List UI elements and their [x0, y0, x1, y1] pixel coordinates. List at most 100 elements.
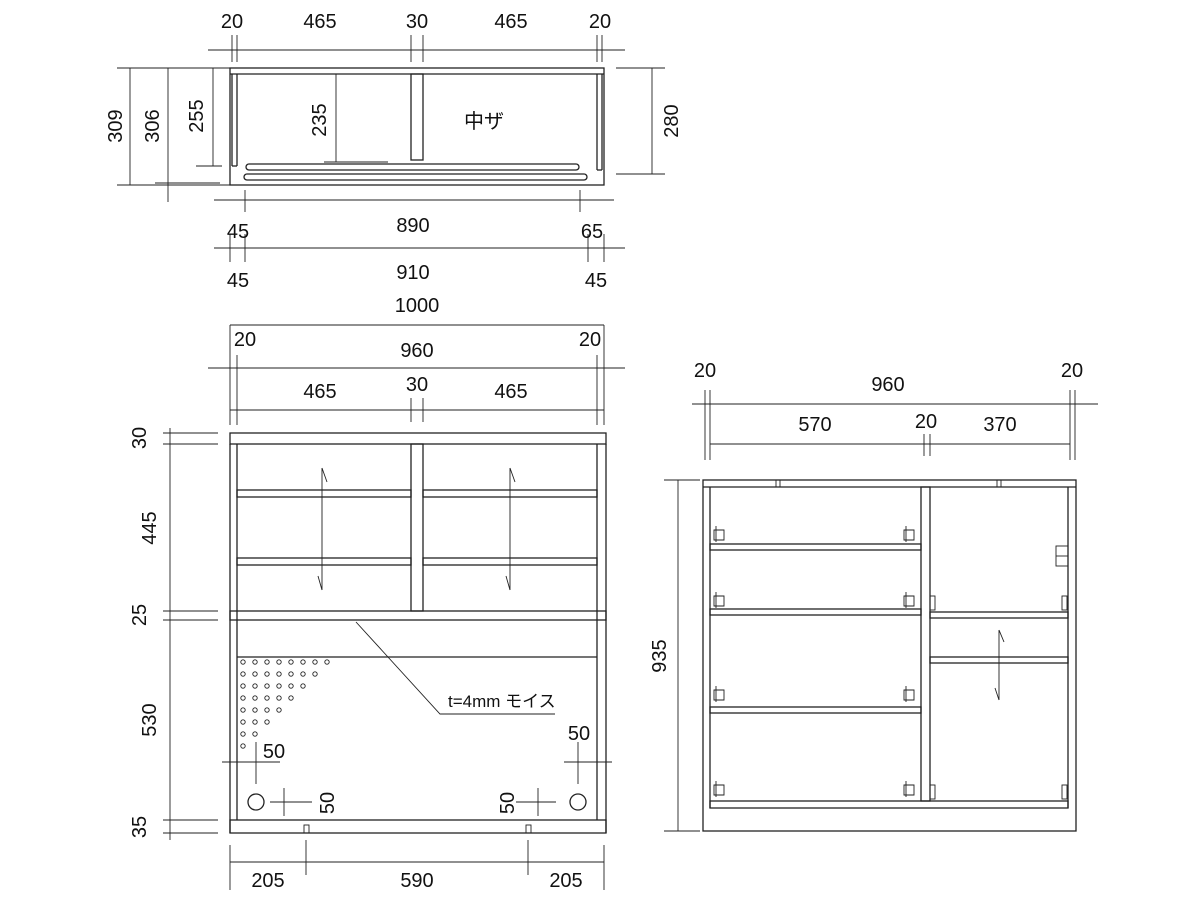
perforation-hole	[276, 707, 282, 713]
perforation-hole	[240, 671, 246, 677]
side-second-right: 370	[983, 414, 1016, 436]
front-height-lower: 530	[139, 703, 161, 736]
front-cabinet-body	[229, 432, 607, 834]
side-cabinet-body	[702, 479, 1077, 832]
perforation-hole	[288, 695, 294, 701]
side-top-left: 20	[694, 360, 716, 382]
front-overall-width: 1000	[395, 295, 440, 317]
perforation-hole	[252, 731, 258, 737]
front-upper-right: 465	[494, 381, 527, 403]
perforation-hole	[264, 683, 270, 689]
perforation-hole	[288, 683, 294, 689]
front-bottom-right: 205	[549, 870, 582, 892]
top-bottom-left-1: 45	[227, 221, 249, 243]
top-height-dims	[117, 67, 232, 202]
side-dim-lines	[664, 390, 1098, 832]
perforation-hole	[276, 683, 282, 689]
perforation-hole	[252, 719, 258, 725]
perforation-hole	[312, 659, 318, 665]
top-bottom-mid-1: 890	[396, 215, 429, 237]
side-top-mid: 960	[871, 374, 904, 396]
front-inner-width: 960	[400, 340, 433, 362]
top-dim-lines	[208, 35, 625, 62]
perforation-hole	[252, 695, 258, 701]
perforation-hole	[252, 671, 258, 677]
front-bottom-mid: 590	[400, 870, 433, 892]
front-hole-dims	[222, 742, 612, 816]
shelf-pin-bracket	[903, 781, 915, 797]
perforation-hole	[240, 695, 246, 701]
side-height: 935	[649, 639, 671, 672]
front-height-base: 35	[129, 816, 151, 838]
front-hole-right-offset: 50	[568, 723, 590, 745]
top-width-right-edge: 20	[589, 11, 611, 33]
perforation-hole	[252, 683, 258, 689]
perforation-hole	[324, 659, 330, 665]
side-view: 20 960 20 570 20 370 935	[649, 360, 1098, 832]
perforation-hole	[240, 731, 246, 737]
side-shelf-adjust-arrow	[994, 629, 1005, 701]
perforation-hole	[264, 695, 270, 701]
front-hole-left-offset: 50	[263, 741, 285, 763]
shelf-pin-slot	[1061, 595, 1068, 611]
perforation-hole	[264, 671, 270, 677]
perforation-hole	[276, 671, 282, 677]
top-height-interior: 255	[186, 99, 208, 132]
perforation-hole	[288, 671, 294, 677]
perforation-hole	[300, 683, 306, 689]
perforation-hole	[300, 659, 306, 665]
shelf-pin-bracket	[903, 526, 915, 542]
top-bottom-dims	[214, 190, 625, 262]
front-inner-right: 20	[579, 329, 601, 351]
top-bottom-mid-2: 910	[396, 262, 429, 284]
perforation-hole	[264, 719, 270, 725]
top-right-height: 280	[661, 104, 683, 137]
top-right-height-dim	[616, 67, 665, 175]
front-hole-left-vertical: 50	[317, 792, 339, 814]
perforation-hole	[240, 743, 246, 749]
shelf-pin-bracket	[903, 592, 915, 608]
perforation-hole	[240, 719, 246, 725]
perforation-hole	[276, 659, 282, 665]
top-bottom-right-1: 65	[581, 221, 603, 243]
perforation-hole	[264, 707, 270, 713]
top-width-left-edge: 20	[221, 11, 243, 33]
perforation-hole	[312, 671, 318, 677]
perforation-hole	[288, 659, 294, 665]
perforation-hole	[276, 695, 282, 701]
front-view: 1000 20 960 20 465 30 465	[129, 295, 625, 892]
top-view: 20 465 30 465 20	[105, 11, 683, 292]
top-height-divider: 235	[309, 103, 331, 136]
shelf-pin-bracket	[713, 781, 725, 797]
top-width-left-bay: 465	[303, 11, 336, 33]
front-upper-divider: 30	[406, 374, 428, 396]
perforation-hole	[240, 659, 246, 665]
top-center-label: 中ザ	[464, 110, 504, 133]
shelf-pin-slot	[1061, 784, 1068, 800]
perforation-hole	[252, 707, 258, 713]
top-bottom-left-2: 45	[227, 270, 249, 292]
front-height-top: 30	[129, 427, 151, 449]
side-second-left: 570	[798, 414, 831, 436]
front-height-dims	[163, 428, 218, 840]
top-view-cabinet	[229, 67, 605, 186]
front-upper-left: 465	[303, 381, 336, 403]
side-top-right: 20	[1061, 360, 1083, 382]
front-height-shelf: 25	[129, 604, 151, 626]
front-panel-note: t=4mm モイス	[448, 692, 556, 711]
perforation-hole	[240, 683, 246, 689]
perforation-hole	[240, 707, 246, 713]
front-shelf-adjust-arrows	[317, 467, 516, 591]
side-second-divider: 20	[915, 411, 937, 433]
shelf-pin-slot	[929, 595, 936, 611]
front-perforated-panel	[240, 659, 330, 749]
top-height-inner: 306	[142, 109, 164, 142]
front-hole-right-vertical: 50	[497, 792, 519, 814]
perforation-hole	[252, 659, 258, 665]
shelf-pin-bracket	[903, 686, 915, 702]
side-shelf-pins	[713, 526, 1068, 800]
shelf-pin-bracket	[713, 592, 725, 608]
front-bottom-left: 205	[251, 870, 284, 892]
front-inner-left: 20	[234, 329, 256, 351]
